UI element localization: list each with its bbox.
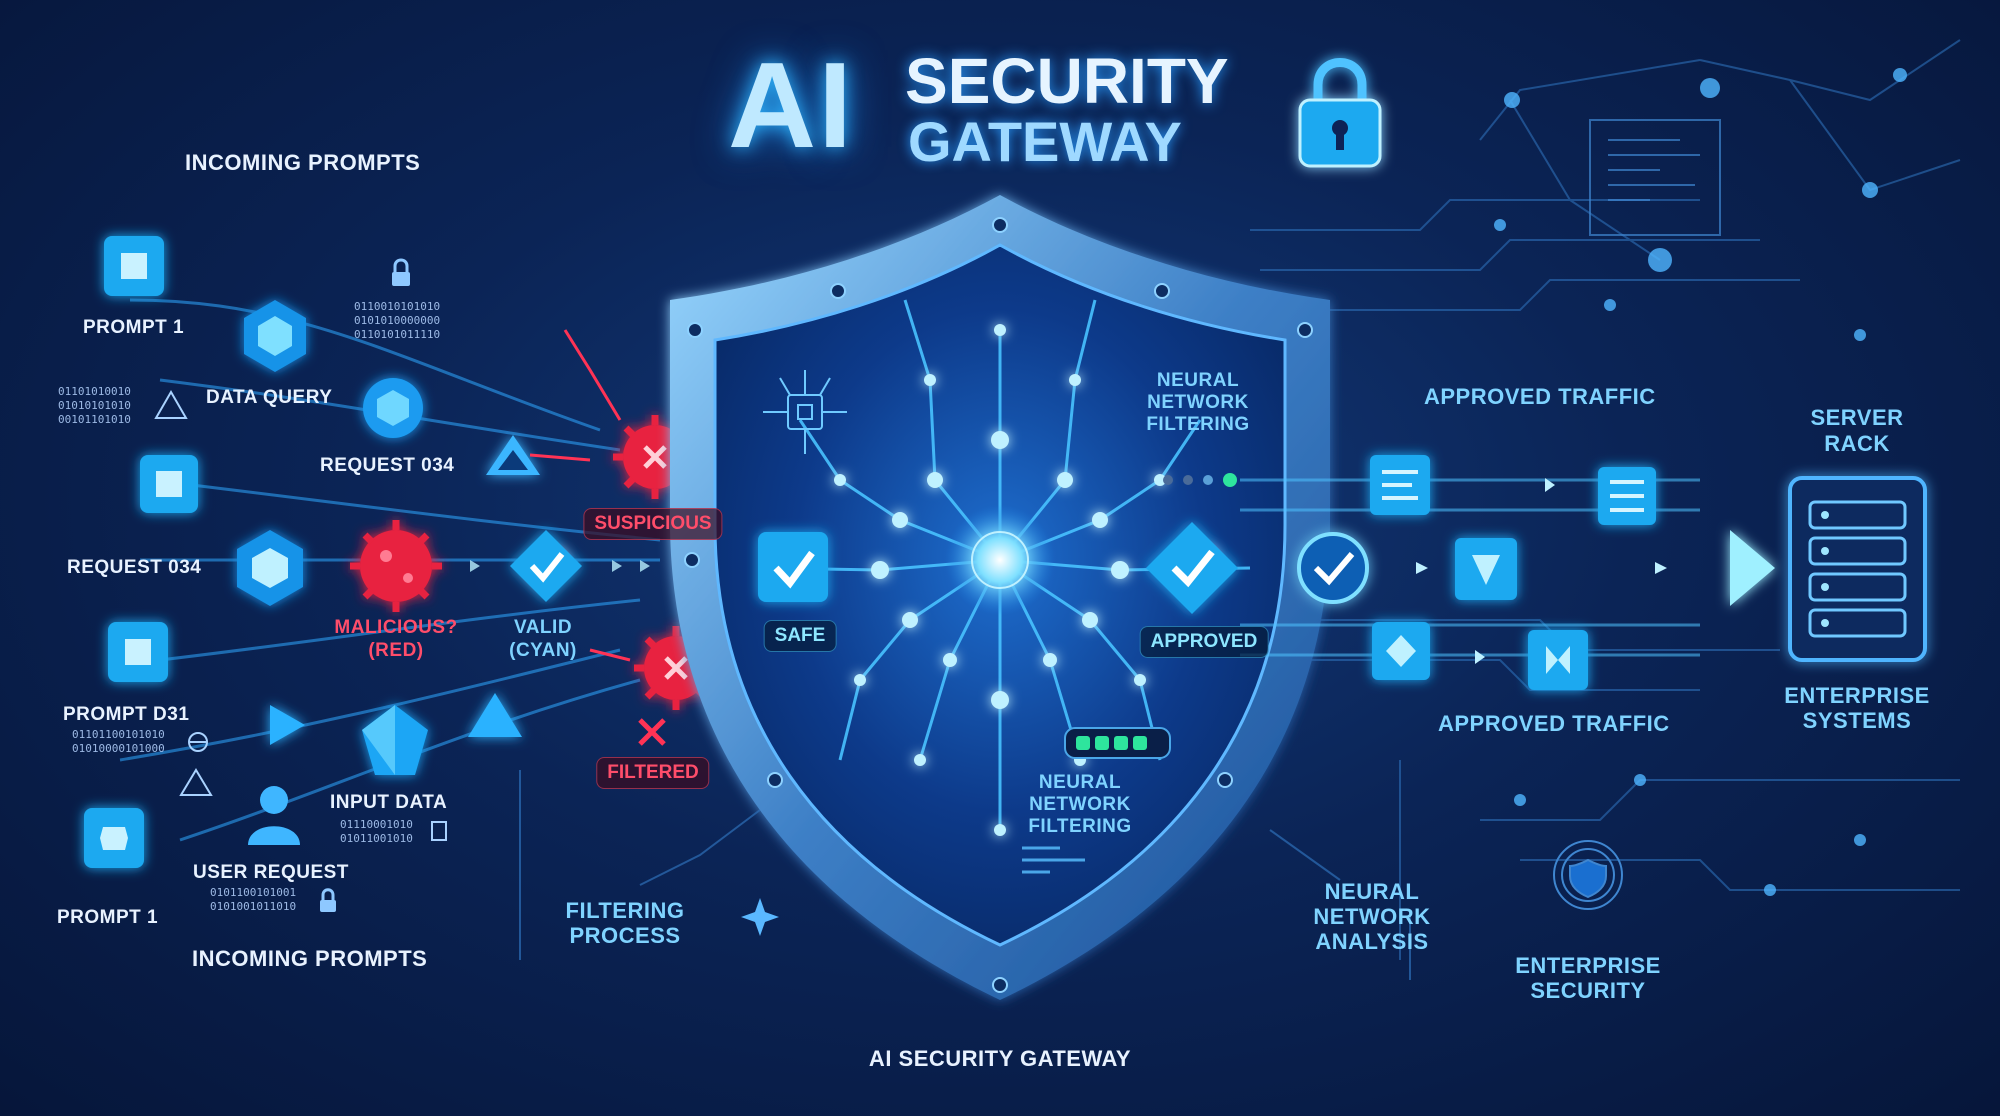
guide-lines [519, 770, 1411, 980]
safe-badge: SAFE [763, 620, 837, 652]
approved-traffic-label: APPROVED TRAFFIC [1424, 384, 1656, 409]
prompt-icon [84, 808, 144, 868]
prompt-icon [140, 455, 198, 513]
checkmark-icon [758, 532, 828, 602]
enterprise-security-label: ENTERPRISE SECURITY [1515, 953, 1661, 1003]
neural-network-filtering-label: NEURAL NETWORK FILTERING [1146, 370, 1250, 435]
prompt-label: PROMPT D31 [63, 704, 190, 725]
checkmark-icon [1146, 522, 1238, 614]
filtering-process-label: FILTERING PROCESS [565, 898, 685, 948]
title-gateway: GATEWAY [908, 110, 1182, 173]
document-icon [1370, 455, 1430, 515]
prompt-label: PROMPT 1 [57, 907, 159, 928]
globe-icon [188, 732, 208, 752]
malicious-label: MALICIOUS? (RED) [334, 617, 458, 661]
neural-core-ring [971, 531, 1029, 589]
binary-stream: 01101100101010 01010000101000 [72, 728, 165, 755]
neural-core [945, 505, 1055, 615]
padlock-icon [392, 258, 410, 286]
text-lines [1022, 846, 1085, 874]
binary-stream: 0101100101001 0101001011010 [210, 886, 297, 913]
checkmark-icon [510, 530, 582, 602]
neural-network-filtering-label: NEURAL NETWORK FILTERING [1028, 772, 1132, 837]
triangle-icon [468, 693, 522, 737]
chip-icon [763, 370, 847, 454]
gem-icon [362, 705, 428, 775]
flow-chevrons [1416, 478, 1667, 664]
enterprise-systems-label: ENTERPRISE SYSTEMS [1784, 683, 1930, 733]
title-ai: AI [728, 37, 854, 173]
user-icon [248, 786, 300, 845]
title-security: SECURITY [905, 45, 1229, 117]
warning-icon [486, 435, 540, 475]
prompt-label: PROMPT 1 [83, 317, 185, 338]
incoming-prompts-heading: INCOMING PROMPTS [185, 150, 421, 175]
user-request-label: USER REQUEST [193, 862, 349, 883]
progress-bar [1064, 727, 1171, 759]
data-query-icon [363, 378, 423, 438]
server-rack-icon [1788, 476, 1927, 662]
sparkle-icon [741, 898, 779, 936]
document-icon [431, 821, 447, 841]
binary-stream: 01110001010 01011001010 [340, 818, 413, 845]
prompt-icon [104, 236, 164, 296]
checkmark-icon [1297, 532, 1369, 604]
data-packet-icon [1528, 630, 1588, 690]
neural-nodes [834, 324, 1166, 836]
document-icon [1598, 467, 1656, 525]
circuit-nodes-right [1494, 68, 1907, 896]
neural-network-analysis-label: NEURAL NETWORK ANALYSIS [1313, 879, 1431, 954]
incoming-prompts-footer: INCOMING PROMPTS [192, 946, 428, 971]
hexagon-icon [237, 530, 303, 606]
filtered-badge: FILTERED [596, 757, 710, 789]
request-label: REQUEST 034 [67, 557, 202, 578]
document-panel [1589, 119, 1721, 236]
approved-traffic-label: APPROVED TRAFFIC [1438, 711, 1670, 736]
triangle-icon [270, 705, 305, 745]
data-packet-icon [1455, 538, 1517, 600]
arrow-head [1730, 530, 1775, 606]
binary-stream: 01101010010 01010101010 00101101010 [58, 385, 131, 426]
hexagon-icon [244, 300, 306, 372]
server-rack-label: SERVER RACK [1810, 405, 1904, 456]
approved-badge: APPROVED [1139, 626, 1269, 658]
footer-title: AI SECURITY GATEWAY [868, 1046, 1132, 1071]
data-query-label: DATA QUERY [206, 387, 333, 408]
security-badge-icon [1553, 840, 1623, 910]
binary-stream: 0110010101010 0101010000000 011010101111… [354, 300, 441, 341]
input-data-label: INPUT DATA [330, 792, 448, 813]
valid-label: VALID (CYAN) [509, 617, 577, 661]
padlock-icon [1298, 58, 1382, 168]
prompt-icon [108, 622, 168, 682]
request-label: REQUEST 034 [320, 455, 455, 476]
close-icon [638, 718, 666, 746]
status-lights [1163, 473, 1237, 487]
virus-icon [350, 520, 442, 612]
suspicious-badge: SUSPICIOUS [583, 508, 723, 540]
flow-chevrons [470, 560, 650, 572]
data-packet-icon [1372, 622, 1430, 680]
warning-icon [154, 389, 213, 796]
padlock-icon [320, 888, 336, 912]
